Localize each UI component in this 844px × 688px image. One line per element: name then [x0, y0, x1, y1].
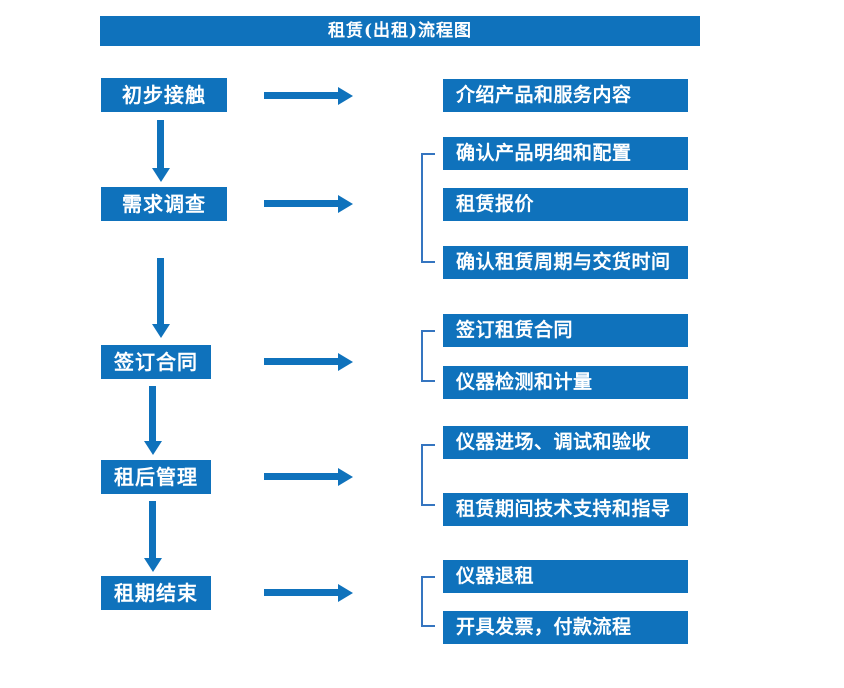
- detail-box-confirm-rental-period: 确认租赁周期与交货时间: [443, 246, 688, 279]
- arrow-right-icon-5: [264, 583, 353, 602]
- detail-box-technical-support: 租赁期间技术支持和指导: [443, 493, 688, 526]
- detail-box-instrument-testing: 仪器检测和计量: [443, 366, 688, 399]
- group-bracket-sign-contract: [421, 330, 435, 382]
- arrow-right-icon-3: [264, 352, 353, 371]
- detail-box-instrument-return: 仪器退租: [443, 560, 688, 593]
- step-box-sign-contract: 签订合同: [101, 345, 211, 379]
- detail-box-confirm-product-specs: 确认产品明细和配置: [443, 137, 688, 170]
- detail-box-introduce-products: 介绍产品和服务内容: [443, 79, 688, 112]
- arrow-right-icon-2: [264, 194, 353, 213]
- step-box-initial-contact: 初步接触: [101, 78, 227, 112]
- detail-box-instrument-setup: 仪器进场、调试和验收: [443, 426, 688, 459]
- step-box-lease-end: 租期结束: [101, 576, 211, 610]
- arrow-down-icon-2: [151, 258, 170, 338]
- step-box-demand-survey: 需求调查: [101, 187, 227, 221]
- detail-box-invoice-payment: 开具发票，付款流程: [443, 611, 688, 644]
- arrow-right-icon-1: [264, 86, 353, 105]
- group-bracket-post-rental: [421, 444, 435, 506]
- arrow-right-icon-4: [264, 467, 353, 486]
- flowchart-title: 租赁(出租)流程图: [100, 16, 700, 46]
- step-box-post-rental-management: 租后管理: [101, 460, 211, 494]
- arrow-down-icon-4: [143, 501, 162, 572]
- detail-box-sign-rental-contract: 签订租赁合同: [443, 314, 688, 347]
- group-bracket-demand-survey: [421, 153, 435, 263]
- arrow-down-icon-3: [143, 386, 162, 455]
- group-bracket-lease-end: [421, 576, 435, 627]
- detail-box-rental-quotation: 租赁报价: [443, 188, 688, 221]
- arrow-down-icon-1: [151, 120, 170, 182]
